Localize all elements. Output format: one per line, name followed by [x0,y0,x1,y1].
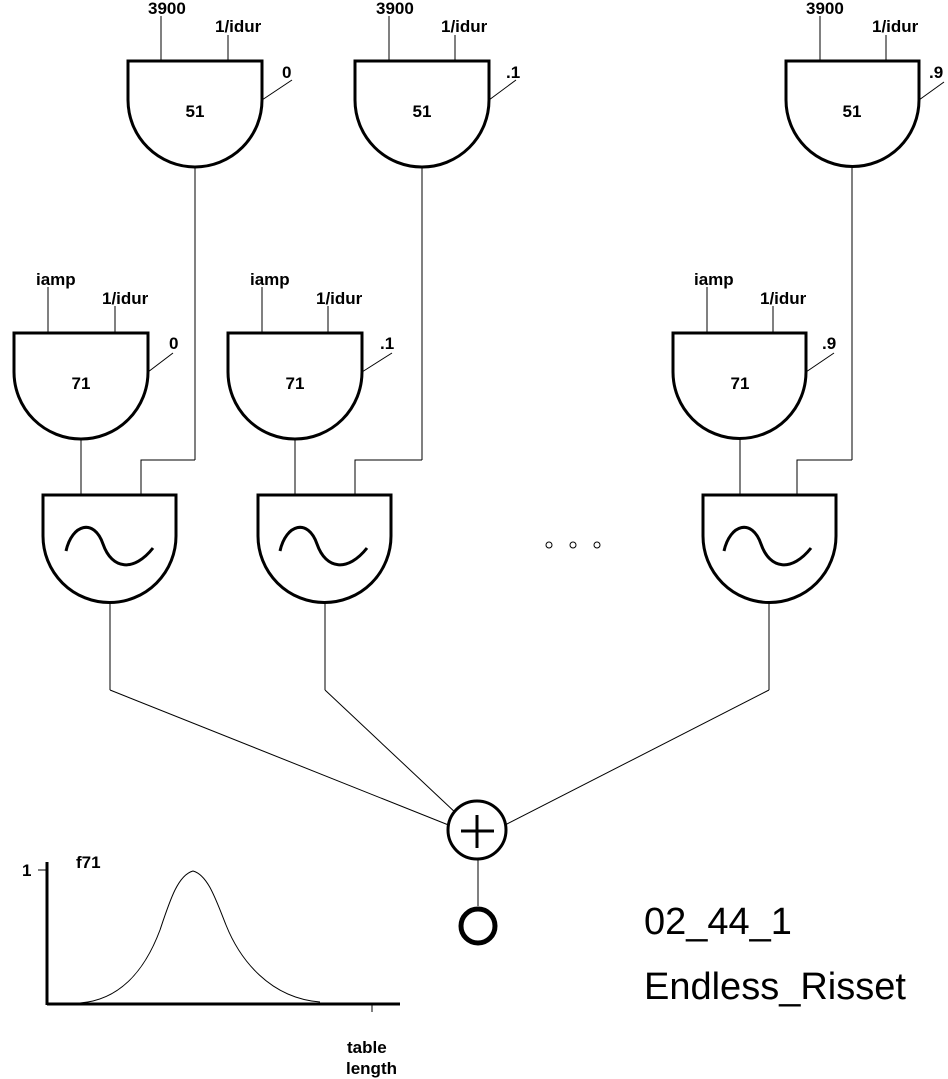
figure-title: Endless_Risset [644,966,906,1008]
envelope-table-number: 51 [186,102,205,121]
amp-phase-label: .1 [380,334,394,353]
sine-wave-icon [64,525,155,567]
plus-circle-icon [446,799,508,861]
sine-wave-icon [278,525,369,567]
envelope-unit-2: 3900 1/idur .1 51 [353,0,520,460]
amp-unit-1: iamp 1/idur 0 71 [12,270,178,495]
amp-unit-3: iamp 1/idur .9 71 [671,270,836,495]
sine-wave-icon [722,525,813,567]
output-circle-icon [458,906,498,946]
envelope-unit-3: 3900 1/idur .9 51 [784,0,945,460]
envelope-phase-label: .9 [929,63,943,82]
figure-code: 02_44_1 [644,901,792,943]
amp-phase-label: .9 [822,334,836,353]
plot-x-label-line2: length [346,1059,397,1078]
amp-dur-label: 1/idur [102,289,149,308]
envelope-dur-label: 1/idur [215,17,262,36]
amp-table-number: 71 [72,374,91,393]
amp-unit-2: iamp 1/idur .1 71 [226,270,394,495]
ellipsis-dots-icon [545,541,601,549]
envelope-dur-label: 1/idur [872,17,919,36]
amp-dur-label: 1/idur [316,289,363,308]
envelope-phase-label: 0 [282,63,291,82]
mix-wires [109,689,770,827]
amp-amp-label: iamp [250,270,290,289]
amp-table-number: 71 [286,374,305,393]
frequency-wires [140,459,852,495]
amp-table-number: 71 [731,374,750,393]
plot-label: f71 [76,853,101,872]
envelope-phase-label: .1 [506,63,520,82]
envelope-table-number: 51 [843,102,862,121]
plot-x-label-line1: table [347,1038,387,1057]
bell-curve [79,870,321,1004]
amp-dur-label: 1/idur [760,289,807,308]
oscillator-unit-1 [41,493,178,690]
plot-y-tick: 1 [22,861,31,880]
oscillator-unit-3 [701,493,838,690]
function-plot: 1 f71 table length [22,853,400,1078]
envelope-amp-label: 3900 [806,0,844,18]
envelope-table-number: 51 [413,102,432,121]
oscillator-unit-2 [256,493,393,690]
amp-amp-label: iamp [36,270,76,289]
envelope-amp-label: 3900 [148,0,186,18]
amp-amp-label: iamp [694,270,734,289]
envelope-unit-1: 3900 1/idur 0 51 [126,0,293,460]
envelope-amp-label: 3900 [376,0,414,18]
envelope-dur-label: 1/idur [441,17,488,36]
amp-phase-label: 0 [169,334,178,353]
